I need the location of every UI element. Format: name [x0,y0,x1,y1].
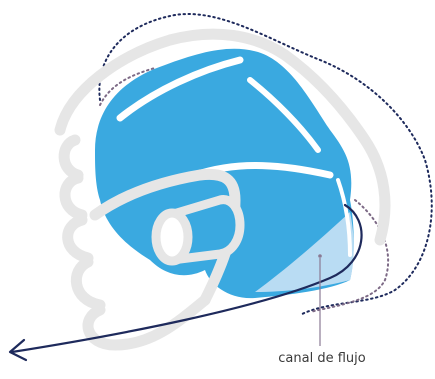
callout-label-flow-channel: canal de flujo [278,352,365,365]
callout-dot [318,254,322,258]
